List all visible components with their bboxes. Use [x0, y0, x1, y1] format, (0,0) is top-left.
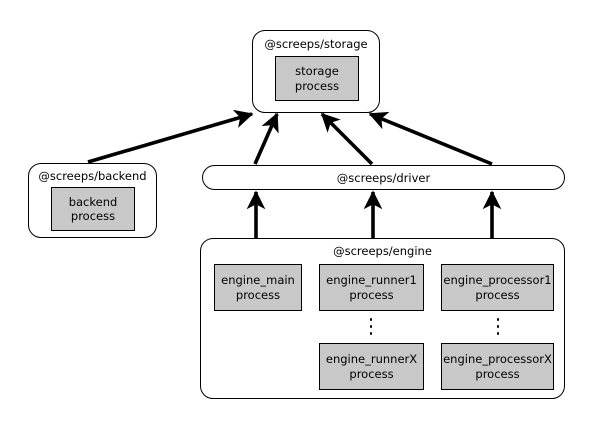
engine-processor1-process-node[interactable]: engine_processor1 process: [441, 264, 554, 311]
package-driver-label: @screeps/driver: [336, 170, 431, 185]
edge-driver-to-storage-right: [368, 111, 493, 166]
engine-processorx-process-line2: process: [475, 366, 520, 381]
engine-processorx-process-node[interactable]: engine_processorX process: [441, 343, 554, 390]
engine-processor-ellipsis-icon: [493, 318, 503, 335]
engine-runner1-process-node[interactable]: engine_runner1 process: [319, 264, 424, 311]
package-backend-label: @screeps/backend: [38, 169, 147, 183]
engine-runnerx-process-line1: engine_runnerX: [325, 352, 418, 366]
storage-process-line1: storage: [295, 64, 339, 78]
engine-main-process-node[interactable]: engine_main process: [214, 264, 302, 311]
engine-main-process-line2: process: [235, 287, 281, 302]
backend-process-line1: backend: [68, 194, 118, 209]
engine-runner1-process-line1: engine_runner1: [326, 273, 417, 287]
engine-runner-ellipsis-icon: [366, 318, 376, 335]
package-storage-label: @screeps/storage: [264, 37, 368, 51]
engine-runnerx-process-node[interactable]: engine_runnerX process: [319, 343, 424, 390]
engine-main-process-line1: engine_main: [221, 273, 295, 287]
package-engine[interactable]: @screeps/engine engine_main process engi…: [200, 238, 565, 399]
package-storage[interactable]: @screeps/storage storage process: [252, 30, 380, 113]
edge-driver-to-storage-mid: [320, 112, 374, 166]
edge-backend-to-storage: [87, 109, 254, 164]
storage-process-line2: process: [294, 78, 340, 93]
engine-runner1-process-line2: process: [349, 287, 394, 302]
storage-process-node[interactable]: storage process: [275, 56, 359, 101]
package-engine-label: @screeps/engine: [333, 244, 432, 258]
backend-process-line2: process: [70, 209, 116, 223]
engine-processor1-process-line2: process: [475, 287, 520, 302]
package-driver[interactable]: @screeps/driver: [202, 165, 565, 190]
backend-process-node[interactable]: backend process: [51, 187, 135, 231]
package-backend[interactable]: @screeps/backend backend process: [28, 163, 157, 238]
edge-driver-to-storage-left: [253, 112, 279, 165]
engine-processor1-process-line1: engine_processor1: [443, 273, 552, 287]
engine-processorx-process-line1: engine_processorX: [443, 352, 552, 366]
engine-runnerx-process-line2: process: [349, 366, 394, 381]
